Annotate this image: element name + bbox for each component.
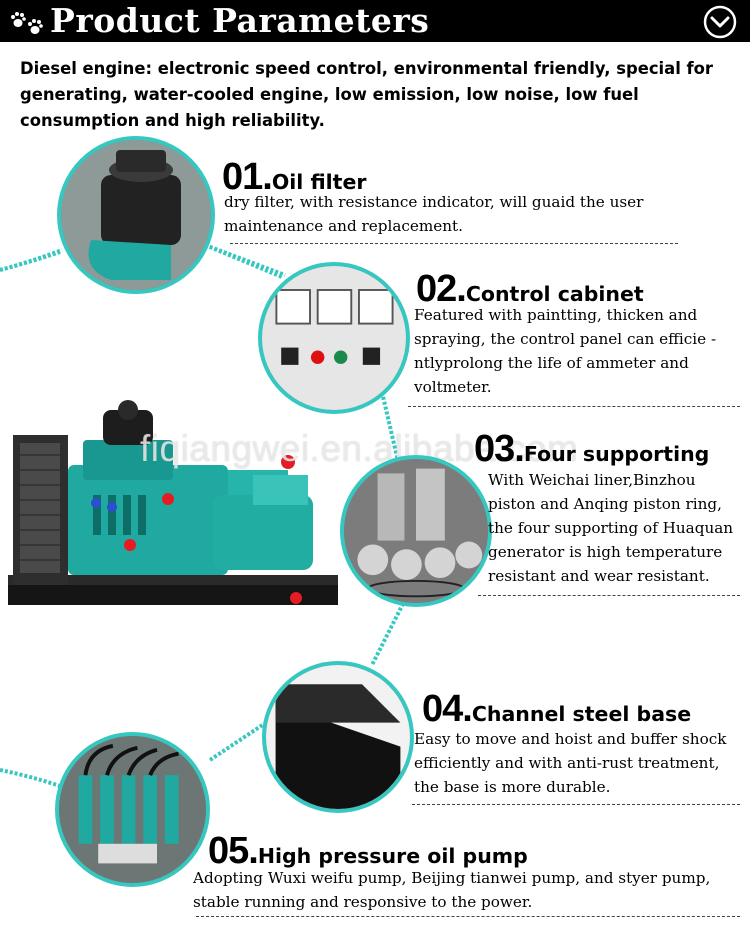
section-title: Four supporting xyxy=(523,442,710,466)
section-title: Channel steel base xyxy=(471,702,692,726)
section-number: 03. xyxy=(474,428,525,470)
paw-prints-icon xyxy=(11,12,43,34)
divider xyxy=(412,804,740,805)
oil-filter-photo xyxy=(57,136,215,294)
section-number: 02. xyxy=(416,268,467,310)
section-number: 05. xyxy=(208,830,259,872)
section-channel-steel-base-heading: 04.Channel steel base xyxy=(422,688,691,731)
section-control-cabinet-description: Featured with paintting, thicken and spr… xyxy=(414,306,717,396)
section-number: 04. xyxy=(422,688,473,730)
section-title: High pressure oil pump xyxy=(257,844,528,868)
section-channel-steel-base-description: Easy to move and hoist and buffer shock … xyxy=(414,730,727,796)
intro-text: Diesel engine: electronic speed control,… xyxy=(20,59,714,130)
section-four-supporting-heading: 03.Four supporting xyxy=(474,428,709,471)
divider xyxy=(408,406,740,407)
section-title: Control cabinet xyxy=(465,282,644,306)
section-oil-filter-description: dry filter, with resistance indicator, w… xyxy=(224,193,644,235)
section-oil-pump-description: Adopting Wuxi weifu pump, Beijing tianwe… xyxy=(193,869,711,911)
channel-steel-base-photo xyxy=(262,661,414,813)
piston-liner-photo xyxy=(340,455,492,607)
divider xyxy=(196,916,740,917)
section-four-supporting-description: With Weichai liner,Binzhou piston and An… xyxy=(488,471,734,585)
generator-image xyxy=(8,400,338,605)
section-control-cabinet-heading: 02.Control cabinet xyxy=(416,268,644,311)
page-title: Product Parameters xyxy=(50,1,430,40)
oil-pump-photo xyxy=(55,732,210,887)
section-number: 01. xyxy=(222,156,273,198)
control-cabinet-photo xyxy=(258,262,410,414)
section-oil-pump-heading: 05.High pressure oil pump xyxy=(208,830,528,873)
watermark-text: fiqiangwei.en.alibaba.com xyxy=(140,428,579,469)
divider xyxy=(478,595,740,596)
divider xyxy=(230,243,678,244)
section-oil-filter-heading: 01.Oil filter xyxy=(222,156,366,199)
header-bar: Product Parameters xyxy=(0,0,750,42)
chevron-down-icon[interactable] xyxy=(702,4,738,40)
section-title: Oil filter xyxy=(271,170,367,194)
